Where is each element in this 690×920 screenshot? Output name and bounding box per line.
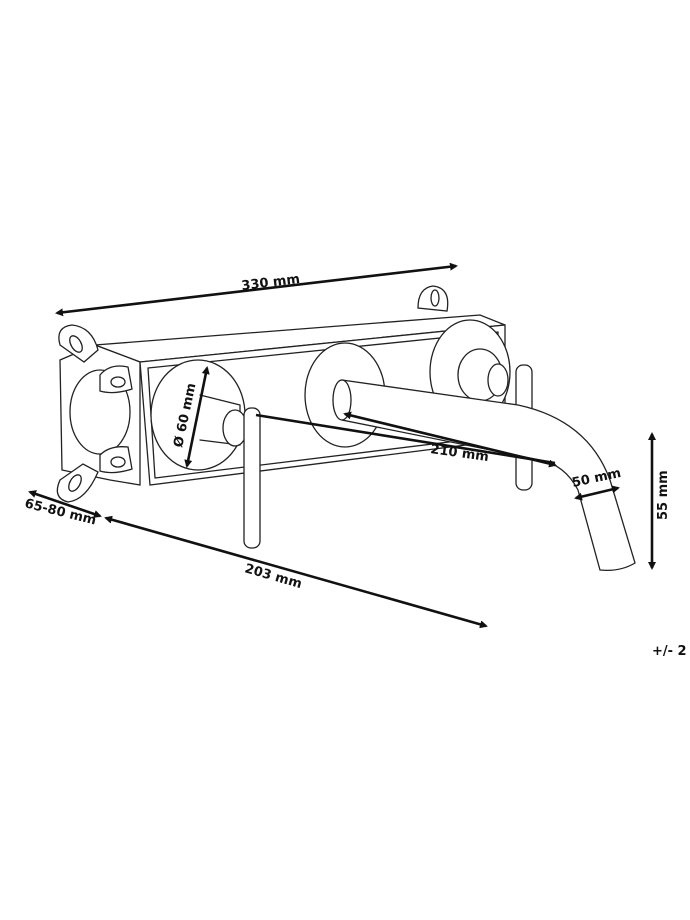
projection-arrow [104, 515, 488, 629]
spout-width-arrow [574, 485, 620, 501]
spout-length-arrow [343, 411, 557, 468]
length-label: 330 mm [241, 272, 301, 294]
length-dimension-arrow [55, 262, 458, 317]
depth-arrow [28, 490, 102, 518]
tolerance-note: +/- 2 cm [652, 644, 690, 659]
diameter-dimension-arrow [184, 366, 210, 468]
height-label: 55 mm [656, 470, 671, 520]
